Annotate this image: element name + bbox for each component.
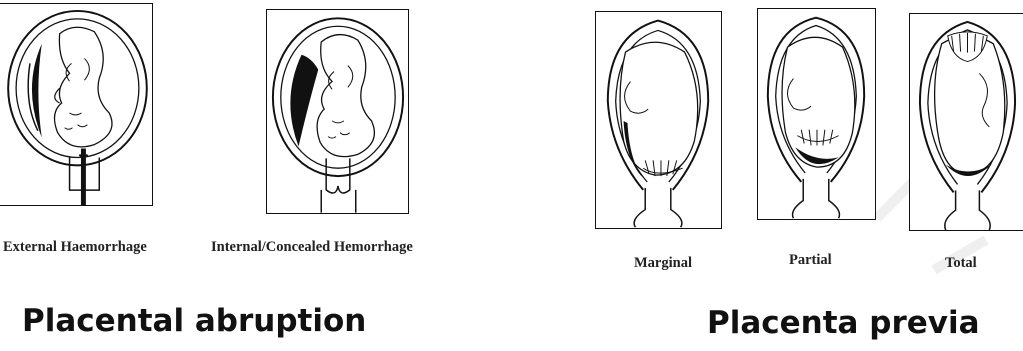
figure-internal-hemorrhage xyxy=(266,9,409,214)
figure-total-previa xyxy=(909,13,1023,231)
caption-internal-hemorrhage: Internal/Concealed Hemorrhage xyxy=(211,239,413,256)
title-placental-abruption: Placental abruption xyxy=(22,303,366,339)
title-placenta-previa: Placenta previa xyxy=(707,305,980,341)
uterus-external-haemorrhage-illustration xyxy=(0,4,152,205)
uterus-internal-hemorrhage-illustration xyxy=(267,10,408,213)
caption-partial: Partial xyxy=(789,252,832,269)
caption-marginal: Marginal xyxy=(634,255,692,272)
caption-total: Total xyxy=(945,255,977,272)
figure-partial-previa xyxy=(757,8,876,220)
figure-external-haemorrhage xyxy=(0,3,153,206)
caption-external-haemorrhage: External Haemorrhage xyxy=(3,239,147,256)
uterus-total-previa-illustration xyxy=(910,14,1023,230)
figure-marginal-previa xyxy=(595,11,722,229)
uterus-partial-previa-illustration xyxy=(758,9,875,219)
uterus-marginal-previa-illustration xyxy=(596,12,721,228)
